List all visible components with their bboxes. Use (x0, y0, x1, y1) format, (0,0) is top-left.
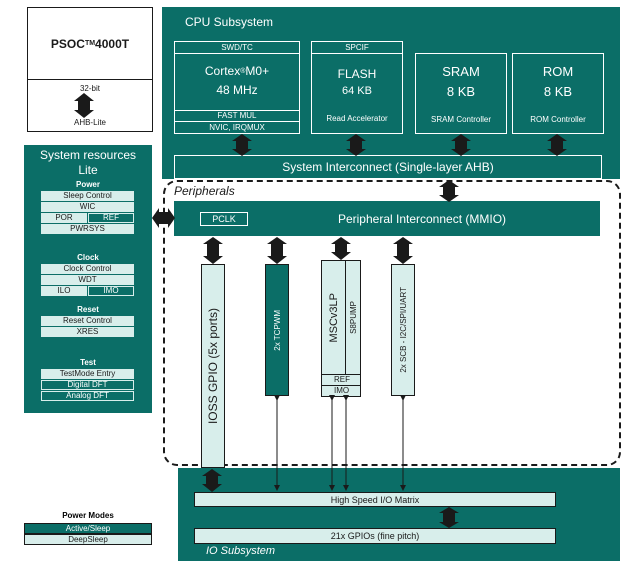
matrix-to-gpios-arrow (439, 507, 459, 528)
peripherals-region: Peripherals (163, 180, 621, 466)
ioss-gpio: IOSS GPIO (5x ports) (201, 264, 225, 468)
rom-controller: ROM Controller (530, 115, 586, 124)
flash-name: FLASH (337, 67, 377, 81)
cortex-name: Cortex® M0+ (204, 64, 270, 78)
io-subsystem-title: IO Subsystem (206, 545, 276, 557)
sys-to-periph-arrow (439, 180, 459, 202)
ref: REF (88, 213, 134, 223)
ahb-lite-arrow (74, 93, 94, 118)
por: POR (41, 213, 87, 223)
flash-block: SPCIF FLASH 64 KB Read Accelerator (311, 41, 403, 134)
flash-size: 64 KB (342, 85, 372, 97)
periph-to-gpio-arrow (203, 237, 223, 264)
mode-active-sleep: Active/Sleep (24, 523, 152, 534)
scb: 2x SCB - I2C/SPI/UART (391, 264, 415, 396)
peripheral-interconnect-label: Peripheral Interconnect (MMIO) (337, 211, 507, 226)
fast-mul: FAST MUL (175, 110, 299, 122)
rom-bus-arrow (547, 134, 567, 156)
reset-control: Reset Control (41, 316, 134, 326)
mode-deepsleep: DeepSleep (24, 534, 152, 545)
sram-controller: SRAM Controller (430, 115, 491, 124)
testmode-entry: TestMode Entry (41, 369, 134, 379)
sysres-subtitle: Lite (78, 163, 98, 177)
msc-block: MSCv3LP S8PUMP REF IMO (321, 260, 361, 397)
pwrsys: PWRSYS (41, 224, 134, 234)
gpio-to-matrix-arrow (202, 469, 222, 492)
power-modes-legend: Power Modes Active/Sleep DeepSleep (24, 511, 152, 547)
nvic-irqmux: NVIC, IRQMUX (209, 122, 265, 132)
io-subsystem: IO Subsystem (178, 468, 620, 561)
analog-dft: Analog DFT (41, 391, 134, 401)
system-interconnect: System Interconnect (Single-layer AHB) (174, 155, 602, 179)
ilo: ILO (41, 286, 87, 296)
sysres-title: System resources (39, 148, 137, 162)
cortex-bus-arrow (232, 134, 252, 156)
tcpwm: 2x TCPWM (265, 264, 289, 396)
flash-bus-arrow (346, 134, 366, 156)
sleep-control: Sleep Control (41, 191, 134, 201)
msc-imo: IMO (322, 385, 360, 396)
imo: IMO (88, 286, 134, 296)
peripherals-title: Peripherals (172, 184, 237, 198)
spcif-header: SPCIF (312, 42, 402, 54)
cortex-block: SWD/TC Cortex® M0+ 48 MHz FAST MUL NVIC,… (174, 41, 300, 134)
periph-to-tcpwm-arrow (267, 237, 287, 264)
digital-dft: Digital DFT (41, 380, 134, 390)
test-heading: Test (80, 358, 96, 367)
bus-width-label: 32-bit (79, 84, 100, 93)
cortex-freq: 48 MHz (216, 83, 258, 97)
bus-label: AHB-Lite (73, 118, 106, 127)
sram-name: SRAM (442, 64, 480, 79)
gpios-block: 21x GPIOs (fine pitch) (194, 528, 556, 544)
xres: XRES (41, 327, 134, 337)
clock-heading: Clock (77, 253, 99, 262)
read-accelerator: Read Accelerator (326, 114, 388, 123)
rom-size: 8 KB (543, 84, 573, 99)
msc-ref: REF (322, 374, 360, 385)
power-heading: Power (75, 180, 100, 189)
swd-header: SWD/TC (175, 42, 299, 54)
reset-heading: Reset (77, 305, 99, 314)
rom-block: ROM 8 KB ROM Controller (512, 53, 604, 134)
periph-to-msc-arrow (331, 237, 351, 260)
wic: WIC (41, 202, 134, 212)
high-speed-io-matrix: High Speed I/O Matrix (194, 492, 556, 507)
pclk: PCLK (200, 212, 248, 226)
sysres-bus-arrow (152, 208, 175, 228)
s8pump-cell: S8PUMP (345, 261, 360, 374)
sram-block: SRAM 8 KB SRAM Controller (415, 53, 507, 134)
wdt: WDT (41, 275, 134, 285)
clock-control: Clock Control (41, 264, 134, 274)
system-resources: System resources Lite Power Sleep Contro… (24, 145, 152, 413)
sram-size: 8 KB (446, 84, 476, 99)
sram-bus-arrow (451, 134, 471, 156)
periph-to-scb-arrow (393, 237, 413, 264)
rom-name: ROM (542, 64, 574, 79)
power-modes-title: Power Modes (62, 511, 114, 520)
cpu-subsystem-title: CPU Subsystem (185, 15, 274, 29)
